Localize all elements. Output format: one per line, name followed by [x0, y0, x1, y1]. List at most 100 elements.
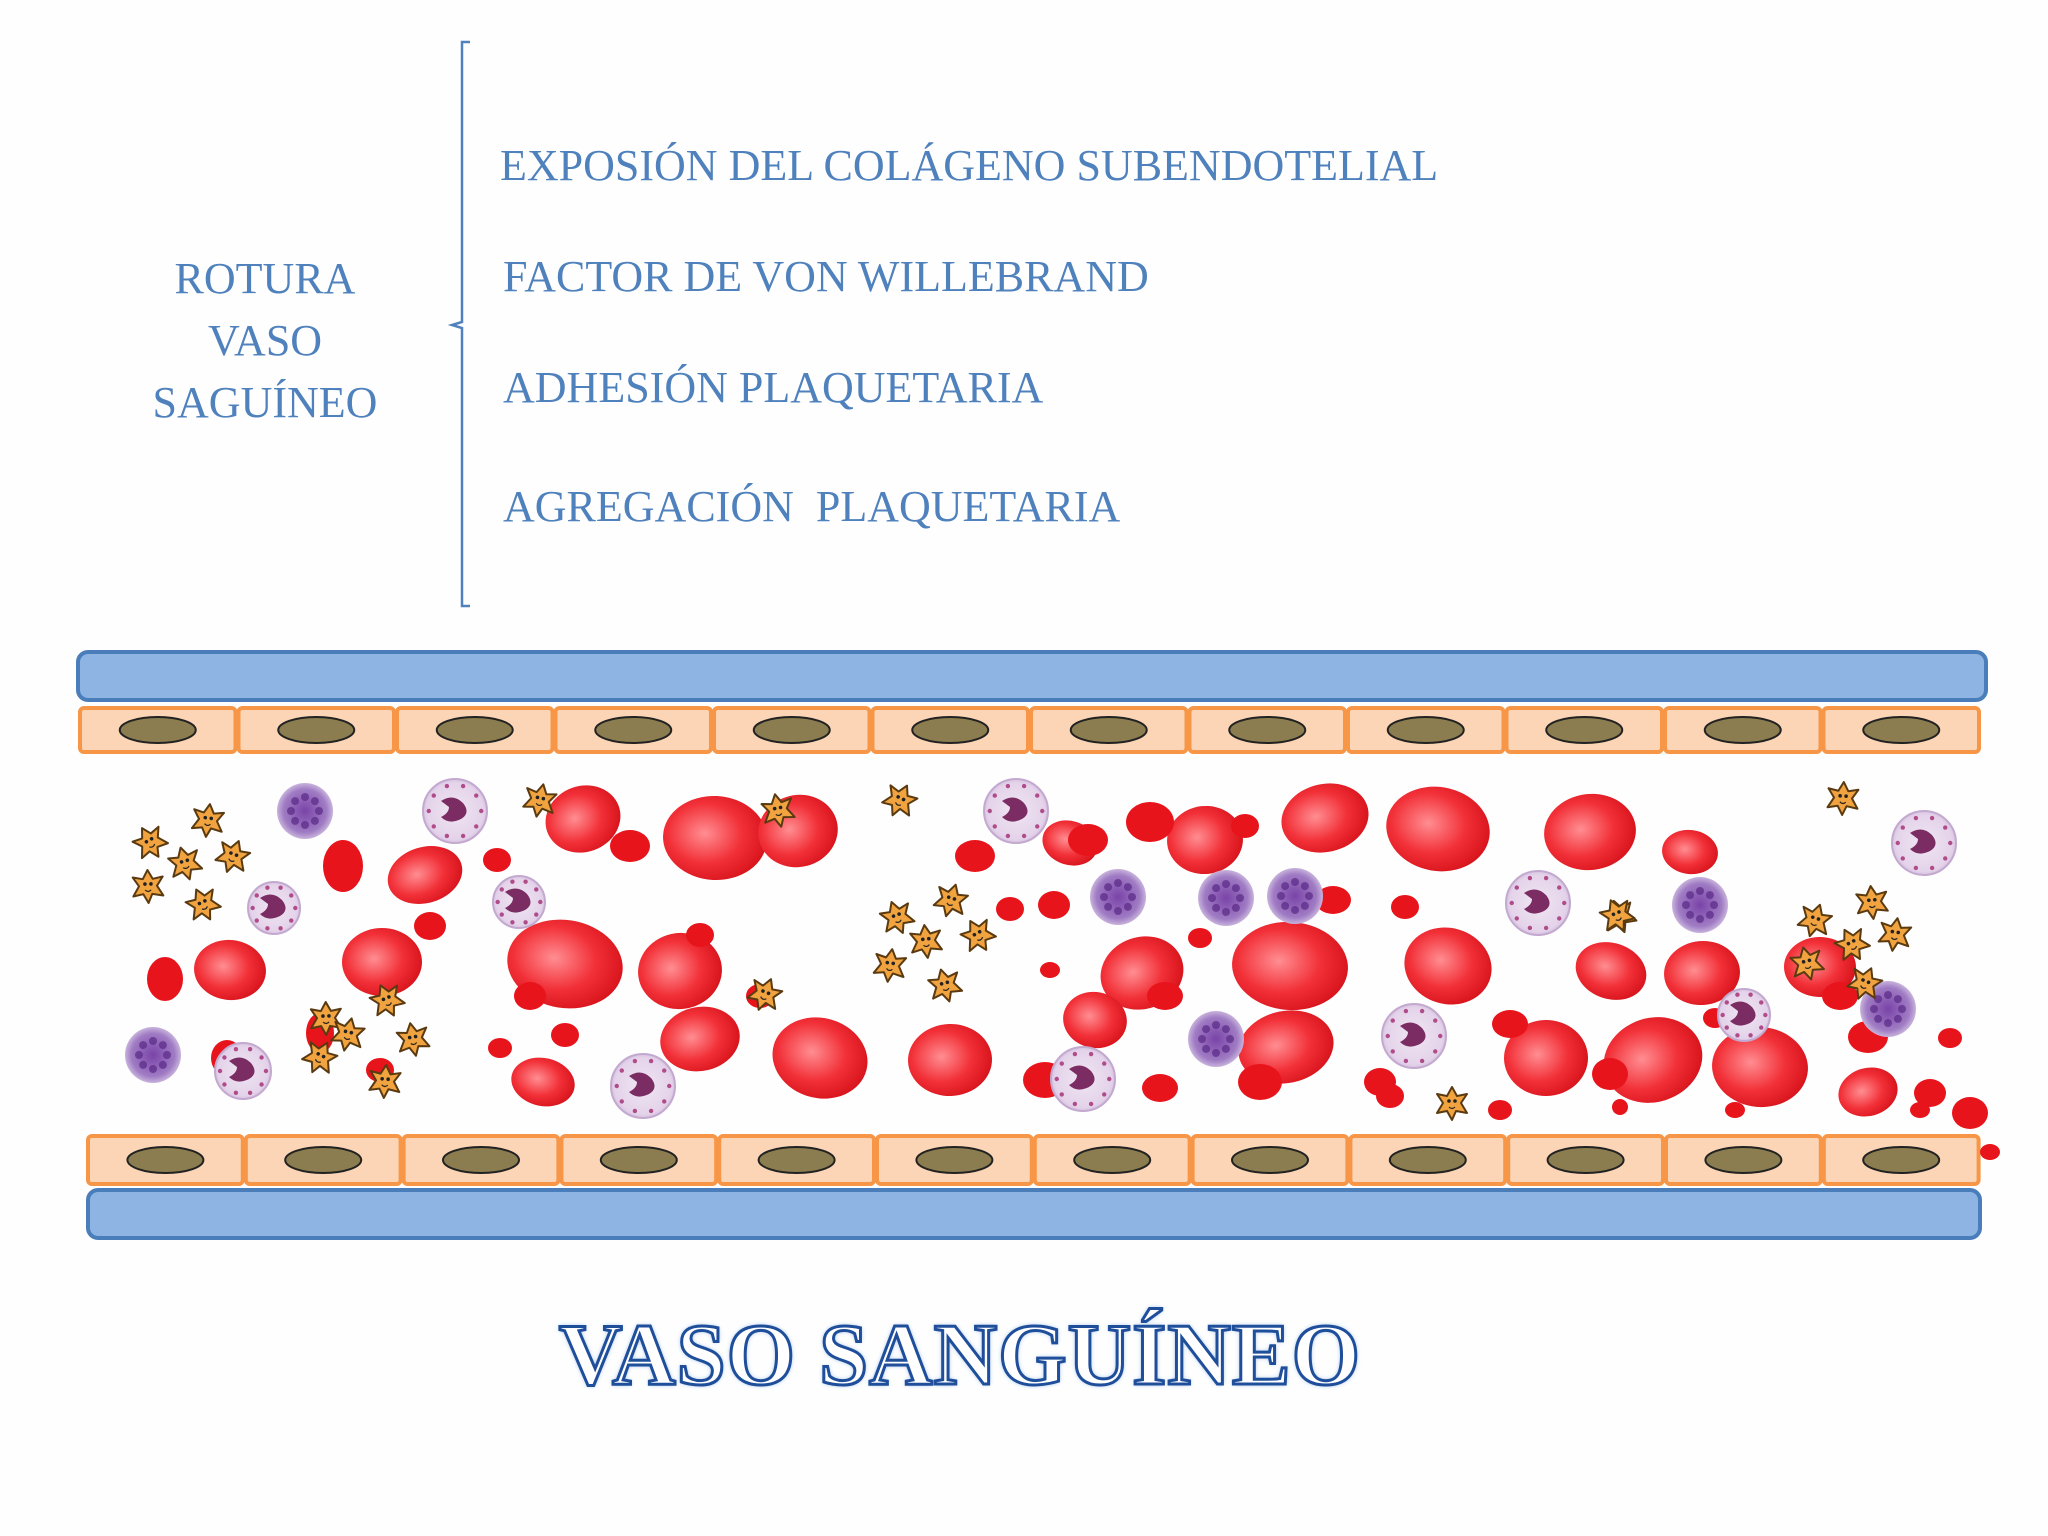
top-endothelial-cell	[78, 706, 238, 754]
red-blood-cell-icon	[1492, 1010, 1528, 1038]
top-endothelial-cell	[712, 706, 872, 754]
red-blood-cell-icon	[1488, 1100, 1512, 1120]
red-blood-cell-icon	[1142, 1074, 1178, 1102]
red-blood-cell-icon	[1504, 1019, 1588, 1097]
white-blood-cell-icon	[1891, 810, 1957, 876]
top-endothelial-cell	[1504, 706, 1664, 754]
vessel-caption: VASO SANGUÍNEO	[557, 1306, 1362, 1406]
nucleus-icon	[1546, 1146, 1625, 1174]
top-endothelial-cell	[395, 706, 555, 754]
red-blood-cell-icon	[323, 840, 363, 892]
red-blood-cell-icon	[1612, 1099, 1628, 1115]
red-blood-cell-icon	[1725, 1102, 1745, 1118]
nucleus-icon	[1073, 1146, 1152, 1174]
nucleus-icon	[1545, 716, 1624, 744]
red-blood-cell-icon	[772, 1017, 868, 1099]
white-blood-cell-icon	[277, 783, 333, 839]
red-blood-cell-icon	[1404, 927, 1492, 1005]
red-blood-cell-icon	[663, 795, 767, 881]
nucleus-icon	[1386, 716, 1465, 744]
platelet-icon	[1598, 899, 1636, 932]
red-blood-cell-icon	[488, 1038, 512, 1058]
white-blood-cell-icon	[1672, 877, 1728, 933]
vessel-wall-bottom	[86, 1188, 1982, 1240]
red-blood-cell-icon	[1914, 1079, 1946, 1107]
nucleus-icon	[1231, 1146, 1309, 1174]
red-blood-cell-icon	[1662, 829, 1718, 875]
platelet-icon	[878, 900, 916, 934]
nucleus-icon	[126, 1146, 205, 1174]
red-blood-cell-icon	[1822, 982, 1858, 1010]
step-platelet-aggregation: AGREGACIÓN PLAQUETARIA	[503, 482, 1121, 531]
bottom-endothelial-cell	[1664, 1134, 1823, 1186]
platelet-icon	[760, 793, 796, 828]
nucleus-icon	[442, 1146, 520, 1174]
nucleus-icon	[1703, 716, 1782, 744]
platelet-icon	[1789, 946, 1825, 981]
nucleus-icon	[277, 716, 356, 744]
red-blood-cell-icon	[1712, 1026, 1808, 1108]
platelet-icon	[872, 948, 908, 983]
bottom-endothelial-cell	[1190, 1134, 1350, 1186]
red-blood-cell-icon	[511, 1057, 575, 1107]
rupture-label-line-3: SAGUÍNEO	[152, 378, 378, 427]
endothelial-layer-bottom	[86, 1134, 1981, 1186]
red-blood-cell-icon	[1603, 1017, 1703, 1103]
white-blood-cell-icon	[1381, 1003, 1447, 1069]
platelet-icon	[1826, 781, 1860, 816]
white-blood-cell-icon	[1090, 869, 1146, 925]
top-endothelial-cell	[1821, 706, 1981, 754]
white-blood-cell-icon	[125, 1027, 181, 1083]
red-blood-cell-icon	[545, 785, 621, 853]
nucleus-icon	[1069, 716, 1148, 744]
white-blood-cell-icon	[1267, 868, 1323, 924]
red-blood-cell-icon	[483, 848, 511, 872]
platelet-icon	[368, 984, 406, 1017]
nucleus-icon	[757, 1146, 836, 1174]
step-platelet-adhesion: ADHESIÓN PLAQUETARIA	[503, 363, 1044, 412]
red-blood-cell-icon	[758, 794, 838, 868]
red-blood-cell-icon	[1838, 1067, 1898, 1117]
red-blood-cell-icon	[955, 840, 995, 872]
platelet-icon	[522, 783, 558, 818]
top-endothelial-cell	[1663, 706, 1823, 754]
red-blood-cell-icon	[1980, 1144, 2000, 1160]
red-blood-cell-icon	[1281, 783, 1369, 853]
blood-vessel-illustration	[76, 650, 2000, 1240]
white-blood-cell-icon	[492, 875, 546, 929]
rupture-label-line-2: VASO	[207, 316, 323, 365]
platelet-icon	[1833, 928, 1871, 961]
white-blood-cell-icon	[610, 1053, 676, 1119]
bottom-endothelial-cell	[401, 1134, 561, 1186]
nucleus-icon	[1862, 1146, 1941, 1174]
platelet-icon	[214, 840, 252, 873]
platelet-icon	[131, 869, 165, 904]
top-endothelial-cell	[1029, 706, 1189, 754]
top-endothelial-cell	[236, 706, 396, 754]
red-blood-cell-icon	[1126, 802, 1174, 842]
bottom-endothelial-cell	[86, 1134, 245, 1186]
red-blood-cell-icon	[147, 957, 183, 1001]
red-blood-cell-icon	[194, 939, 266, 1001]
bottom-endothelial-cell	[1821, 1134, 1981, 1186]
platelet-icon	[301, 1041, 339, 1074]
bottom-endothelial-cell	[1032, 1134, 1192, 1186]
white-blood-cell-icon	[1188, 1011, 1244, 1067]
platelet-icon	[330, 1017, 366, 1052]
platelet-icon	[131, 825, 169, 860]
bottom-endothelial-cell	[1506, 1134, 1665, 1186]
bottom-endothelial-cell	[243, 1134, 403, 1186]
white-blood-cell-icon	[214, 1042, 272, 1100]
red-blood-cell-icon	[1664, 940, 1740, 1006]
nucleus-icon	[435, 716, 514, 744]
red-blood-cell-icon	[342, 928, 422, 996]
red-blood-cell-icon	[1952, 1097, 1988, 1129]
white-blood-cell-icon	[422, 778, 488, 844]
red-blood-cell-icon	[1391, 895, 1419, 919]
top-endothelial-cell	[1346, 706, 1506, 754]
platelet-icon	[959, 918, 997, 953]
red-blood-cell-icon	[1575, 942, 1647, 1000]
blood-contents	[125, 778, 2000, 1160]
red-blood-cell-icon	[1232, 921, 1348, 1011]
